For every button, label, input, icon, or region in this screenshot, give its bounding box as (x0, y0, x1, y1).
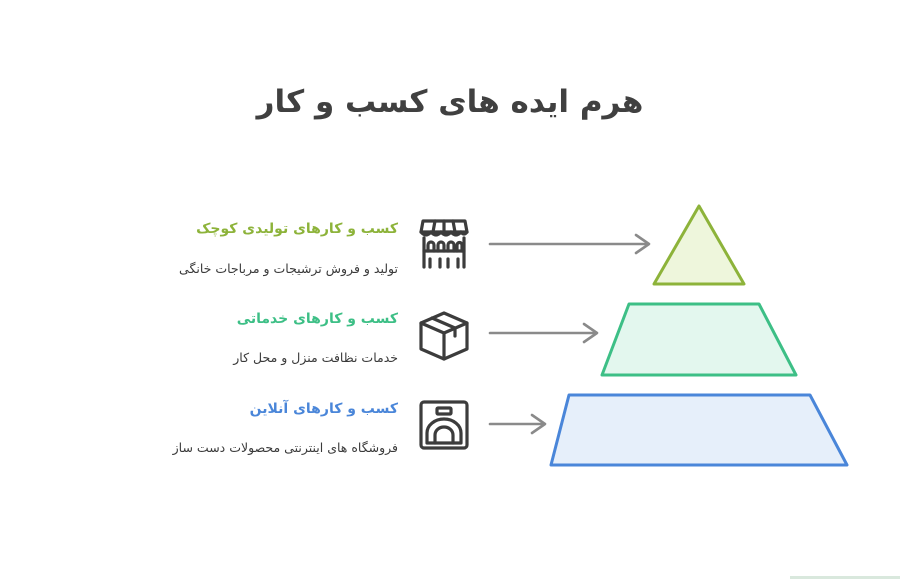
pyramid-top-level (652, 204, 746, 286)
pyramid-bottom-level (549, 393, 849, 467)
arrow-to-top-level (488, 233, 654, 255)
row-description-services: خدمات نظافت منزل و محل کار (233, 350, 398, 365)
oven-icon (416, 397, 472, 453)
pyramid (540, 195, 860, 475)
row-description-production: تولید و فروش ترشیجات و مرباجات خانگی (179, 261, 398, 276)
corner-divider (790, 576, 900, 579)
arrow-to-bottom-level (488, 413, 550, 435)
pyramid-middle-level (600, 302, 798, 377)
row-description-online: فروشگاه های اینترنتی محصولات دست ساز (172, 440, 398, 455)
row-title-services: کسب و کارهای خدماتی (236, 311, 398, 327)
diagram-title: هرم ایده های کسب و کار (256, 84, 644, 120)
row-title-production: کسب و کارهای تولیدی کوچک (196, 221, 398, 237)
row-title-online: کسب و کارهای آنلاین (249, 401, 398, 417)
arrow-to-middle-level (488, 322, 602, 344)
box-icon (416, 305, 472, 361)
market-stall-icon (416, 215, 472, 271)
